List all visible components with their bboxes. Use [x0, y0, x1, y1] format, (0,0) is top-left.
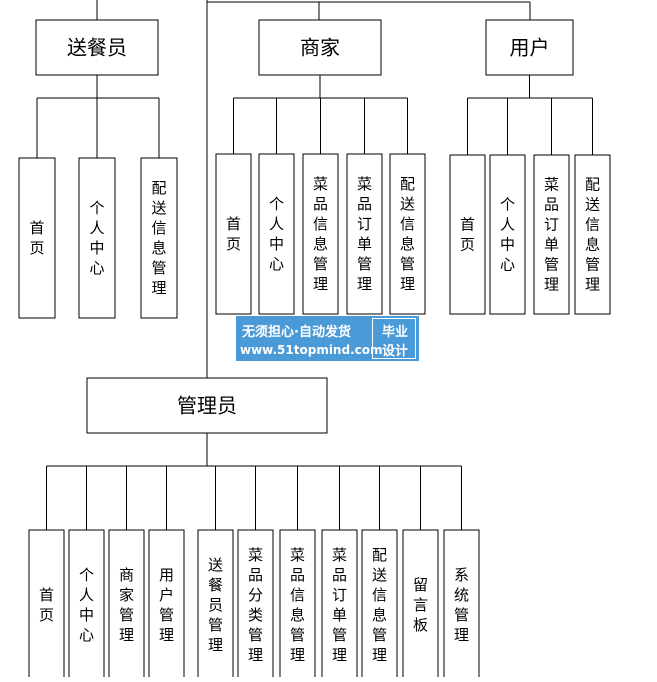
admin-module-label: 菜品信息管理: [290, 546, 305, 664]
admin-module-box: [402, 529, 439, 682]
admin-module-box: [237, 529, 274, 682]
admin-module-box: [148, 529, 185, 682]
courier-module-label: 个人中心: [89, 199, 104, 277]
watermark-banner: 无须担心·自动发货 www.51topmind.com 毕业 设计: [236, 316, 419, 361]
admin-module-box: [108, 529, 145, 682]
admin-module-label: 用户管理: [159, 566, 174, 644]
admin-module-box: [68, 529, 105, 682]
courier-module-box: [18, 157, 56, 319]
courier-role-box: [35, 19, 159, 76]
admin-module-label: 商家管理: [119, 566, 134, 644]
admin-module-label: 留言板: [413, 576, 428, 634]
courier-role-title: 送餐员: [67, 36, 127, 60]
user-module-label: 首页: [460, 216, 475, 254]
admin-module-box: [197, 529, 234, 682]
user-module-box: [489, 154, 526, 315]
merchant-role-box: [258, 19, 382, 76]
merchant-module-box: [346, 153, 383, 315]
courier-module-label: 首页: [29, 219, 44, 257]
user-role-box: [485, 19, 574, 76]
merchant-module-label: 菜品订单管理: [357, 175, 372, 293]
courier-module-box: [78, 157, 116, 319]
user-role-title: 用户: [510, 36, 550, 60]
admin-module-box: [279, 529, 316, 682]
user-module-label: 配送信息管理: [585, 176, 600, 294]
watermark-badge-top: 毕业: [381, 325, 408, 340]
merchant-module-box: [389, 153, 426, 315]
courier-module-label: 配送信息管理: [151, 179, 166, 297]
merchant-role-title: 商家: [300, 36, 340, 60]
merchant-module-box: [215, 153, 252, 315]
admin-module-box: [321, 529, 358, 682]
merchant-module-label: 配送信息管理: [400, 175, 415, 293]
merchant-module-box: [302, 153, 339, 315]
watermark-slogan: 无须担心·自动发货: [242, 325, 351, 340]
admin-role-box: [86, 377, 328, 434]
merchant-module-box: [258, 153, 295, 315]
user-module-box: [574, 154, 611, 315]
watermark-text-block: 无须担心·自动发货 www.51topmind.com: [236, 316, 383, 361]
admin-module-box: [28, 529, 65, 682]
admin-role-title: 管理员: [177, 394, 237, 418]
admin-module-label: 个人中心: [79, 566, 94, 644]
merchant-module-label: 首页: [226, 215, 241, 253]
user-module-box: [533, 154, 570, 315]
user-module-box: [449, 154, 486, 315]
watermark-url: www.51topmind.com: [240, 343, 383, 357]
merchant-module-label: 个人中心: [269, 195, 284, 273]
admin-module-label: 送餐员管理: [208, 556, 223, 654]
admin-module-label: 配送信息管理: [372, 546, 387, 664]
watermark-badge-bottom: 设计: [381, 344, 408, 359]
admin-module-box: [443, 529, 480, 682]
user-module-label: 个人中心: [500, 196, 515, 274]
merchant-module-label: 菜品信息管理: [313, 175, 328, 293]
admin-module-box: [361, 529, 398, 682]
user-module-label: 菜品订单管理: [544, 176, 559, 294]
admin-module-label: 系统管理: [454, 566, 469, 644]
watermark-badge: 毕业 设计: [372, 318, 416, 359]
courier-module-box: [140, 157, 178, 319]
admin-module-label: 菜品分类管理: [248, 546, 263, 664]
admin-module-label: 首页: [39, 586, 54, 624]
admin-module-label: 菜品订单管理: [332, 546, 347, 664]
